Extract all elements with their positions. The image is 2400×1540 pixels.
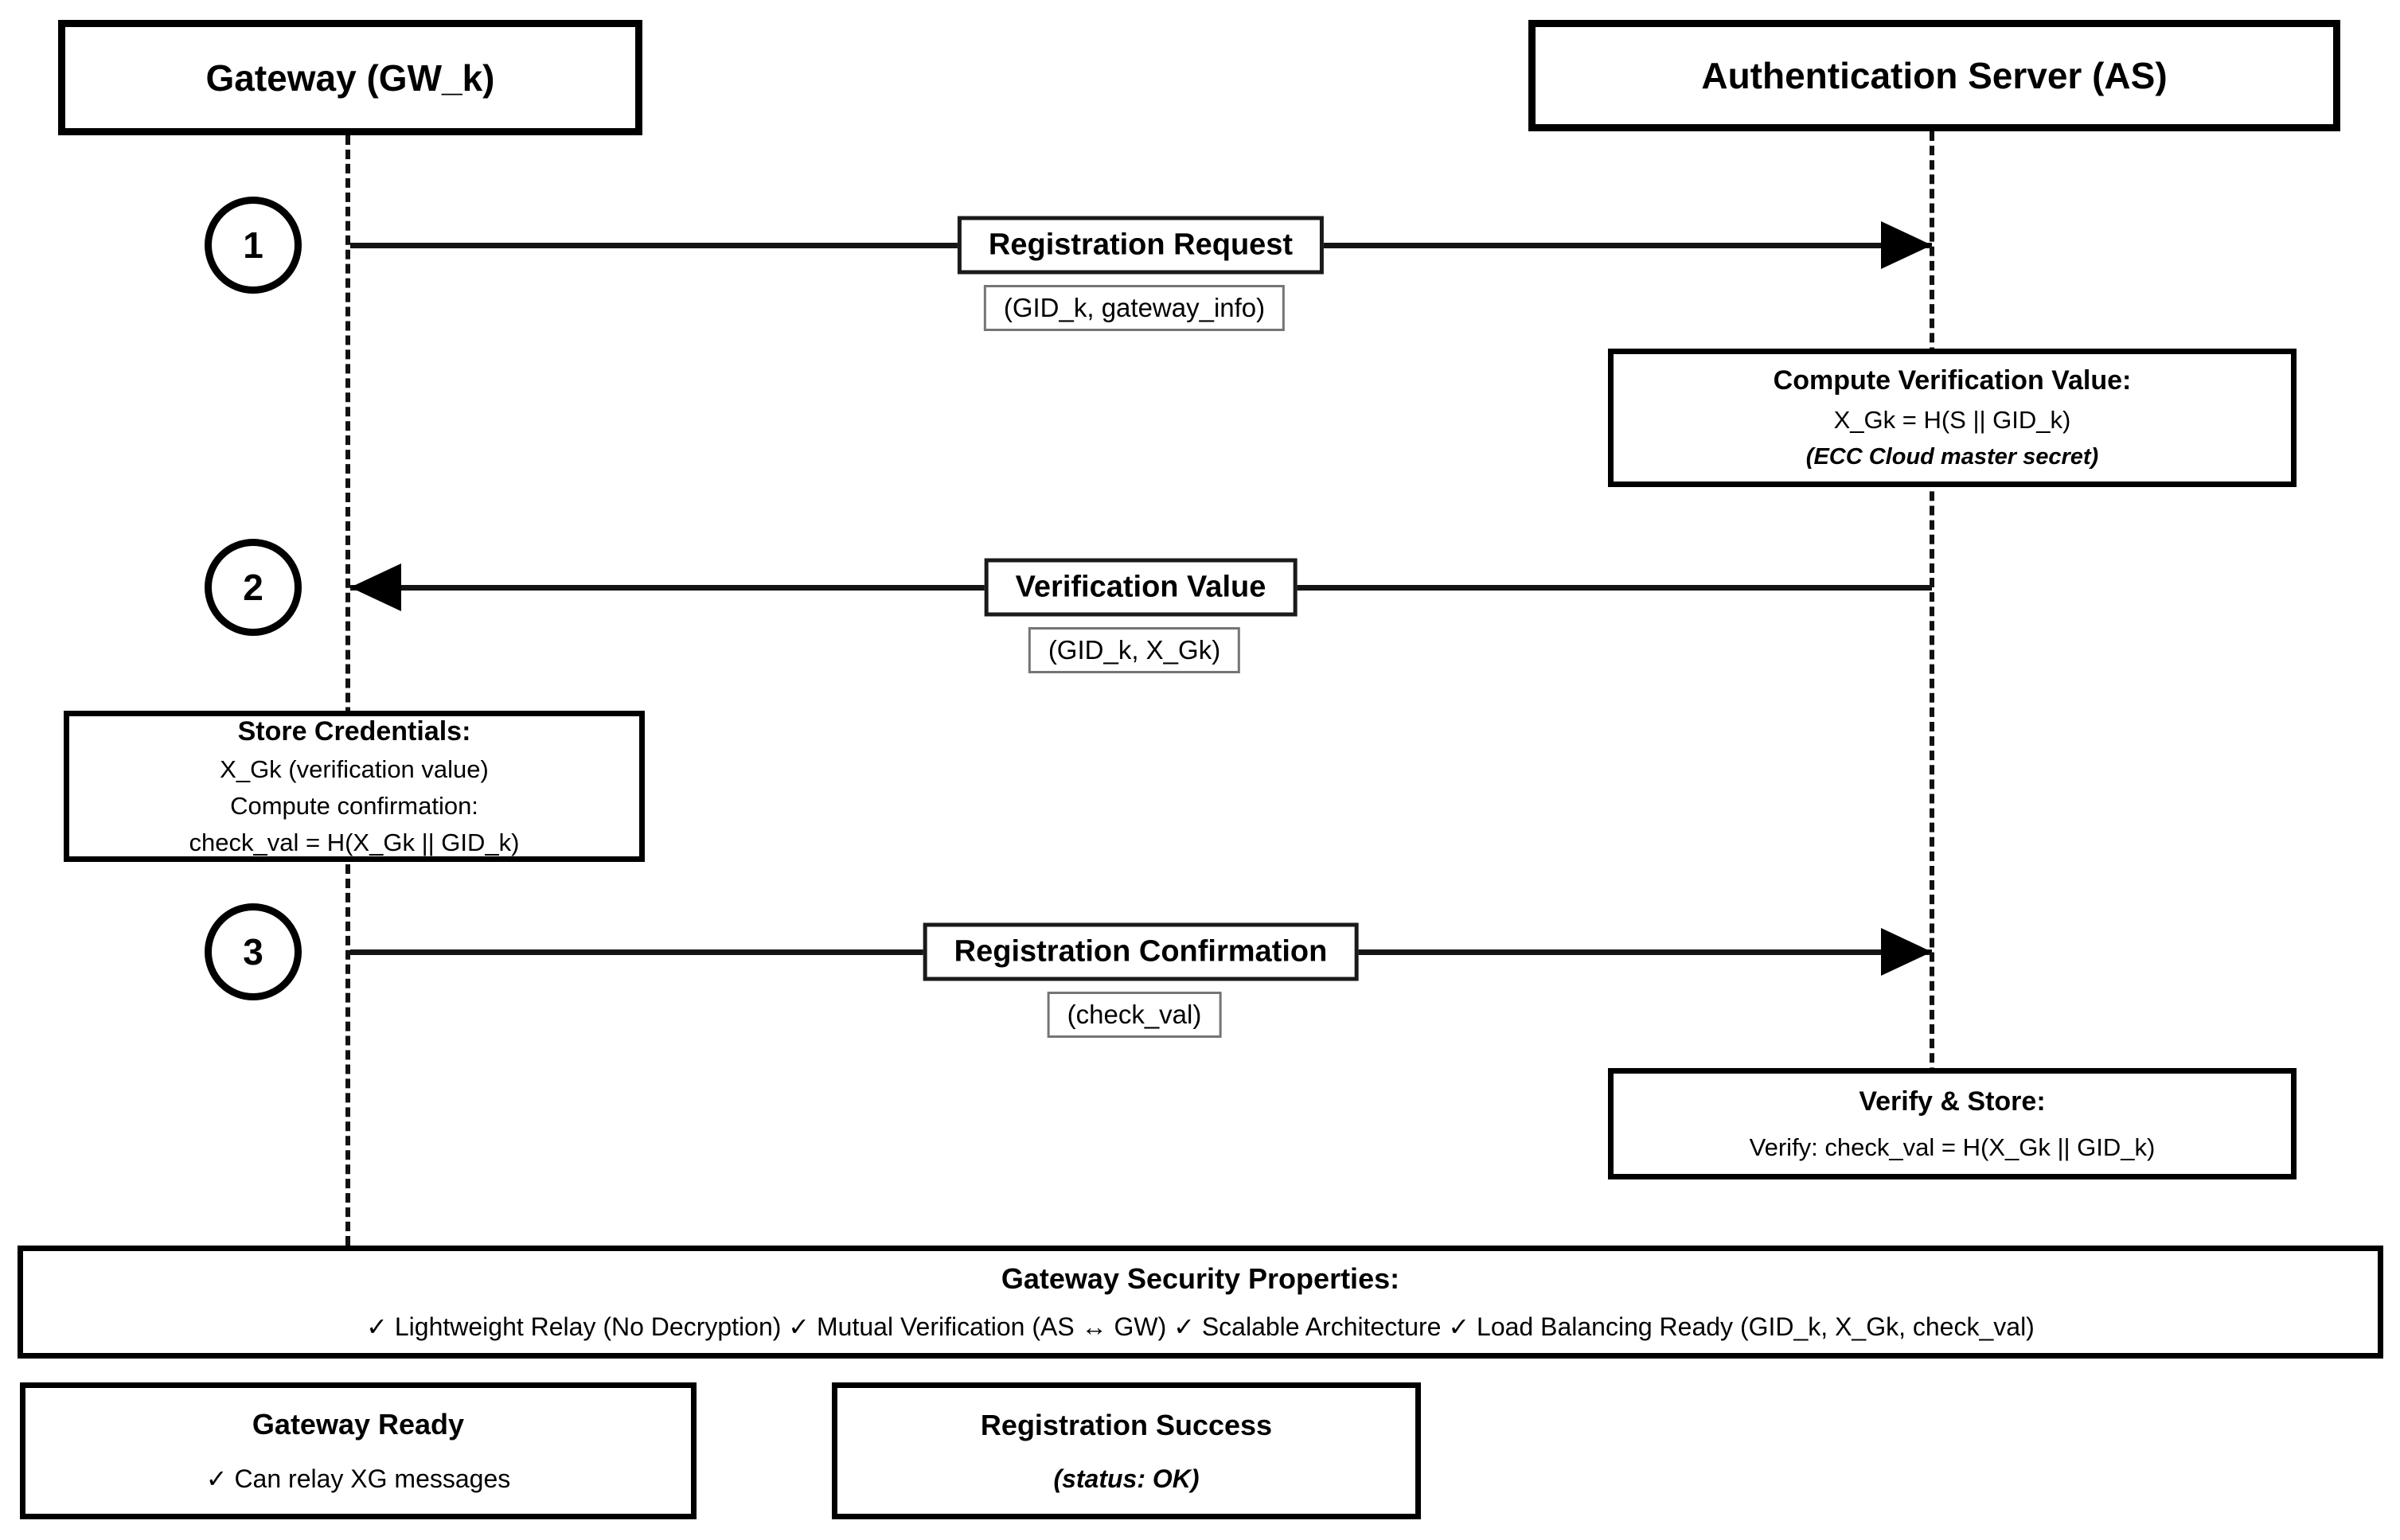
status-gateway-ready: Gateway Ready ✓ Can relay XG messages [20,1382,697,1519]
security-properties-box: Gateway Security Properties: ✓ Lightweig… [18,1246,2383,1359]
message-params-3-text: (check_val) [1067,1000,1202,1029]
note-store-line-2: Compute confirmation: [230,791,478,820]
lifeline-auth-server [1930,131,1934,1178]
actor-auth-server: Authentication Server (AS) [1528,20,2340,131]
message-params-1-text: (GID_k, gateway_info) [1003,293,1266,322]
message-label-2: Verification Value [984,558,1298,617]
arrowhead-right-icon [1881,928,1932,976]
message-label-3: Registration Confirmation [923,922,1359,981]
status-registration-success-line: (status: OK) [1053,1464,1200,1493]
message-params-1: (GID_k, gateway_info) [983,285,1286,331]
note-store-title: Store Credentials: [237,715,471,747]
actor-auth-server-label: Authentication Server (AS) [1701,55,2168,96]
step-circle-1: 1 [205,197,302,294]
arrowhead-right-icon [1881,221,1932,269]
message-label-1: Registration Request [957,216,1325,275]
step-number-3: 3 [243,931,263,973]
actor-gateway-label: Gateway (GW_k) [205,57,495,99]
status-registration-success: Registration Success (status: OK) [832,1382,1421,1519]
note-compute-title: Compute Verification Value: [1773,365,2132,396]
actor-gateway: Gateway (GW_k) [58,20,642,135]
message-label-2-text: Verification Value [1015,570,1266,604]
message-params-3: (check_val) [1047,992,1222,1038]
note-compute-line: X_Gk = H(S || GID_k) [1833,406,2071,434]
status-gateway-ready-title: Gateway Ready [252,1408,465,1441]
note-store-line-3: check_val = H(X_Gk || GID_k) [189,828,520,856]
arrowhead-left-icon [350,563,401,611]
message-label-3-text: Registration Confirmation [954,934,1328,969]
note-compute-verification: Compute Verification Value: X_Gk = H(S |… [1608,349,2297,487]
note-verify-title: Verify & Store: [1859,1086,2046,1117]
lifeline-gateway [345,135,350,1246]
note-verify-line: Verify: check_val = H(X_Gk || GID_k) [1749,1133,2156,1161]
step-number-1: 1 [243,224,263,266]
note-verify-store: Verify & Store: Verify: check_val = H(X_… [1608,1068,2297,1179]
security-properties-items: ✓ Lightweight Relay (No Decryption) ✓ Mu… [366,1312,2035,1341]
step-circle-3: 3 [205,903,302,1000]
message-params-2: (GID_k, X_Gk) [1028,627,1241,673]
message-params-2-text: (GID_k, X_Gk) [1048,635,1221,665]
note-store-line-1: X_Gk (verification value) [220,754,489,783]
note-store-credentials: Store Credentials: X_Gk (verification va… [64,711,645,862]
security-properties-title: Gateway Security Properties: [1001,1262,1400,1295]
message-label-1-text: Registration Request [988,228,1294,262]
status-gateway-ready-line: ✓ Can relay XG messages [205,1464,511,1493]
step-number-2: 2 [243,567,263,608]
note-compute-italic: (ECC Cloud master secret) [1805,444,2099,470]
status-registration-success-title: Registration Success [980,1408,1273,1441]
step-circle-2: 2 [205,539,302,636]
